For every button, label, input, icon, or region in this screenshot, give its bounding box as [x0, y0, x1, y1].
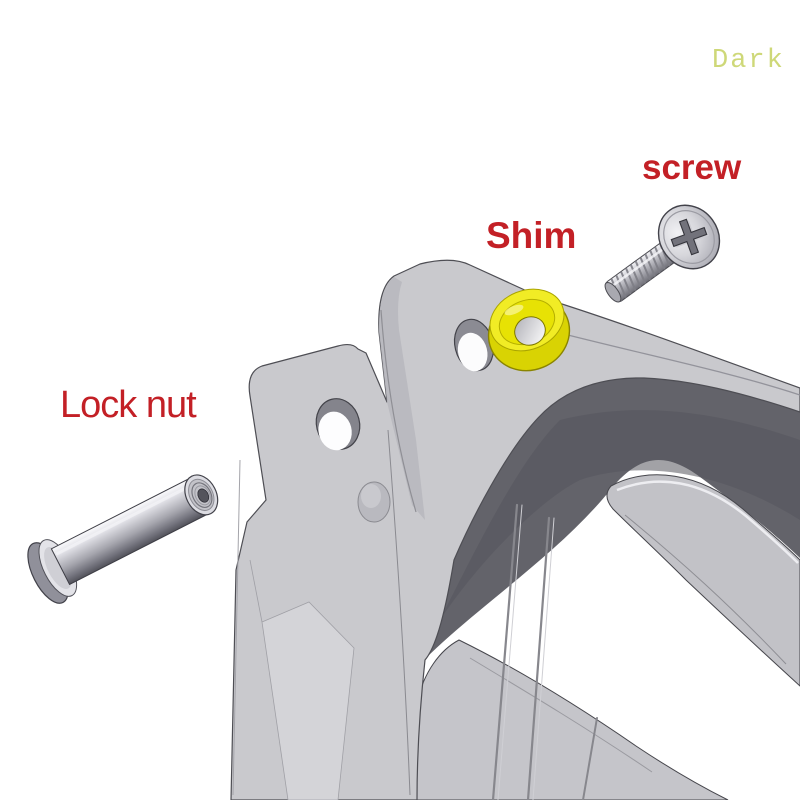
lock-nut-3d: [27, 474, 219, 604]
label-screw: screw: [642, 148, 742, 187]
watermark-text: Dark: [712, 46, 785, 76]
label-shim: Shim: [486, 215, 577, 256]
fan-blade-right: [606, 474, 800, 687]
post-ridge-line: [387, 429, 411, 796]
phillips-cross: [670, 218, 710, 256]
front-ear-bevel: [378, 277, 425, 520]
fan-blade-bottom-crease: [469, 657, 653, 773]
fan-blade-right-highlight: [616, 480, 799, 564]
fan-underside-core-shadow: [440, 410, 800, 620]
post-facet: [261, 601, 355, 800]
post-edge-line: [232, 459, 241, 796]
shim-3d: [487, 288, 571, 372]
post-facet-line: [249, 559, 263, 623]
screw-tip: [604, 281, 622, 303]
label-lock-nut: Lock nut: [60, 384, 197, 426]
grille-wires: [491, 503, 598, 800]
front-ear-bevel-line: [380, 309, 417, 513]
screw-3d: [604, 204, 721, 303]
fan-render: [230, 259, 800, 800]
fan-blade-bottom: [416, 639, 729, 800]
frame-chamfer-line: [555, 331, 800, 396]
mounting-hole-front: [453, 318, 495, 372]
shim-glint: [504, 304, 524, 316]
fan-blade-right-crease: [624, 514, 787, 665]
shim-hole: [514, 316, 546, 346]
frame-boss-highlight: [361, 484, 381, 508]
locknut-thread-hole: [197, 488, 210, 503]
mounting-hole-rear: [315, 398, 361, 451]
